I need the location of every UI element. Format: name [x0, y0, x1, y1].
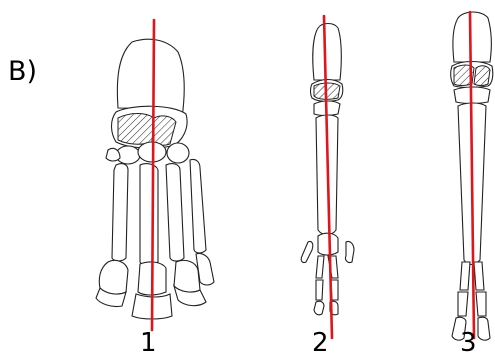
- panel-label: B): [8, 56, 37, 87]
- limb-3-number: 3: [460, 328, 477, 358]
- limb-1-drawing: [96, 39, 214, 319]
- limb-2-number: 2: [312, 328, 329, 358]
- limb-1-number: 1: [140, 328, 157, 358]
